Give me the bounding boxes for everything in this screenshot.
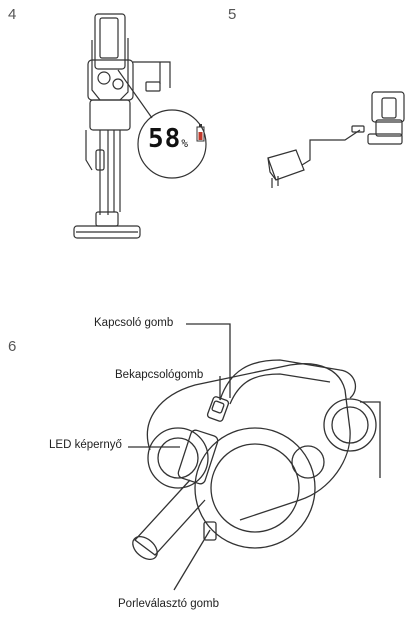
label-power-button: Bekapcsológomb [115,369,204,381]
step-number-5: 5 [228,6,237,23]
battery-percentage-display: 58% [148,124,189,154]
label-led-screen: LED képernyő [49,439,122,451]
label-switch-button: Kapcsoló gomb [94,317,174,329]
battery-unit: % [181,137,189,150]
battery-value: 58 [148,124,182,154]
battery-icon [196,124,205,142]
step-number-4: 4 [8,6,17,23]
label-dust-release-button: Porleválasztó gomb [118,598,219,610]
step-number-6: 6 [8,338,17,355]
